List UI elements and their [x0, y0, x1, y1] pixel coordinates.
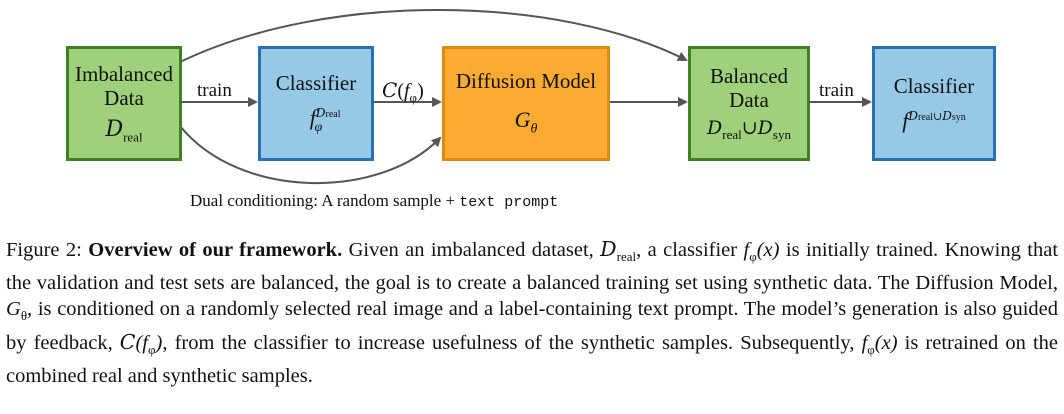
- classifier-box-2: Classifier fDreal∪Dsyn: [872, 46, 996, 161]
- classifier-2-title: Classifier: [893, 73, 975, 98]
- train-label-2: train: [819, 80, 854, 101]
- imbalanced-line2: Data: [104, 85, 144, 110]
- f-phi-real-symbol: fDrealφ: [309, 105, 341, 135]
- dual-conditioning-note: Dual conditioning: A random sample + tex…: [190, 191, 559, 211]
- balanced-data-box: Balanced Data Dreal∪Dsyn: [688, 46, 810, 161]
- arrow-real-to-balanced: [179, 9, 688, 63]
- feedback-label: C(fφ): [382, 78, 424, 105]
- train-label-1: train: [197, 80, 232, 101]
- balanced-line2: Data: [729, 88, 769, 113]
- arrow-dual-conditioning: [179, 125, 442, 184]
- classifier-1-title: Classifier: [275, 71, 357, 96]
- d-real-symbol: Dreal: [105, 116, 143, 145]
- imbalanced-line1: Imbalanced: [75, 61, 173, 86]
- d-real-union-d-syn-symbol: Dreal∪Dsyn: [707, 117, 791, 143]
- framework-diagram: Imbalanced Data Dreal Classifier fDrealφ…: [66, 9, 996, 211]
- balanced-line1: Balanced: [709, 63, 789, 88]
- g-theta-symbol: Gθ: [514, 107, 538, 137]
- caption-title: Overview of our framework.: [88, 239, 343, 261]
- classifier-box-1: Classifier fDrealφ: [258, 46, 374, 161]
- f-phi-real-syn-symbol: fDreal∪Dsyn: [902, 107, 966, 133]
- imbalanced-data-box: Imbalanced Data Dreal: [66, 46, 182, 161]
- diffusion-model-box: Diffusion Model Gθ: [442, 46, 610, 161]
- diffusion-title: Diffusion Model: [455, 69, 597, 94]
- diagram-arrows: [179, 9, 872, 184]
- figure-caption: Figure 2: Overview of our framework. Giv…: [6, 237, 1059, 388]
- figure-label: Figure 2:: [6, 239, 82, 261]
